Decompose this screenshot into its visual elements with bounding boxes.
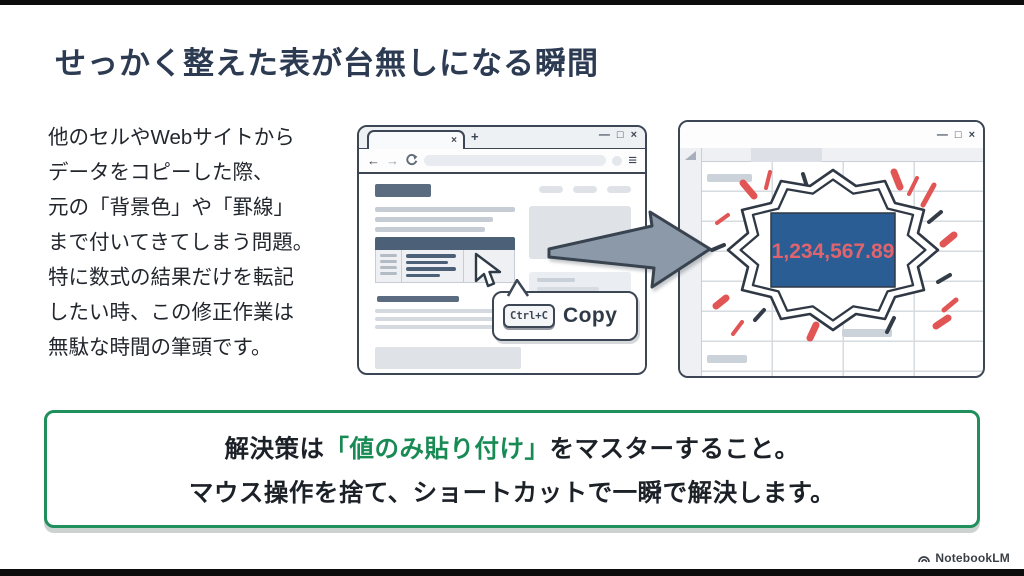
solution-banner: 解決策は「値のみ貼り付け」をマスターすること。 マウス操作を捨て、ショートカット… [44,410,980,528]
text-line [375,217,493,222]
pasted-cell-value: 1,234,567.89 [772,240,895,263]
heading-block [375,184,431,197]
avatar [612,155,623,166]
pasted-cell [770,212,896,288]
intro-line: データをコピーした際、 [48,161,274,184]
solution-line-2: マウス操作を捨て、ショートカットで一瞬で解決します。 [188,479,836,507]
pill-block [539,186,563,193]
text-line [375,317,509,321]
page-title: せっかく整えた表が台無しになる瞬間 [55,46,599,81]
letterbox-top [0,0,1024,5]
browser-nav-bar: ← → ≡ [359,149,645,174]
text-line [375,325,495,329]
cell-text-bar [707,355,747,363]
shortcut-keycap: Ctrl+C [503,304,555,328]
intro-line: したい時、この修正作業は [48,301,294,324]
minimize-icon: — [598,129,610,141]
text-line [375,227,485,232]
transfer-arrow [547,210,712,289]
solution-suffix: をマスターすること。 [549,435,800,463]
reload-icon [406,154,418,166]
select-all-corner [685,151,696,160]
close-icon: × [630,129,637,141]
web-table-header [375,237,515,250]
new-tab-icon: + [471,129,479,144]
intro-line: まで付いてきてしまう問題。 [48,231,314,254]
browser-window-controls: — □ × [599,129,637,141]
column-headers [680,148,983,162]
intro-line: 特に数式の結果だけを転記 [48,266,294,289]
solution-prefix: 解決策は [224,435,325,463]
tab-close-icon: × [451,135,457,146]
intro-line: 無駄な時間の筆頭です。 [48,336,272,359]
intro-line: 元の「背景色」や「罫線」 [48,196,294,219]
minimize-icon: — [936,129,948,141]
close-icon: × [968,129,975,141]
nav-pills [539,186,631,193]
copy-tooltip: Ctrl+C Copy [492,279,638,341]
solution-line-1: 解決策は「値のみ貼り付け」をマスターすること。 [225,430,800,465]
intro-line: 他のセルやWebサイトから [48,126,295,149]
branding: NotebookLM [917,551,1010,565]
text-line [375,309,515,313]
cell-text-bar [707,174,752,182]
copy-label: Copy [562,304,618,327]
browser-illustration: × + — □ × ← → ≡ [357,125,647,375]
pill-block [607,186,631,193]
tooltip-pointer [506,279,530,297]
solution-highlight: 「値のみ貼り付け」 [324,435,550,463]
intro-paragraph: 他のセルやWebサイトから データをコピーした際、 元の「背景色」や「罫線」 ま… [48,120,348,365]
table-label-column [376,250,402,282]
spreadsheet-illustration: — □ × [678,120,985,378]
maximize-icon: □ [954,129,962,141]
pill-block [573,186,597,193]
text-line [537,278,575,282]
subheading-block [377,296,459,302]
letterbox-bottom [0,569,1024,576]
active-column-header [751,148,822,162]
sheet-title-bar: — □ × [680,122,983,148]
cursor-icon [474,252,502,288]
maximize-icon: □ [616,129,624,141]
sheet-window-controls: — □ × [937,129,975,141]
notebooklm-icon [918,556,931,563]
forward-icon: → [386,153,399,168]
text-line [375,207,515,212]
footer-block [375,347,521,369]
table-data-column [402,250,464,282]
burst-shape: 1,234,567.89 [726,168,940,332]
browser-tab-bar: × + — □ × [359,127,645,149]
pasted-cell-burst: 1,234,567.89 [710,168,959,342]
text-line [537,287,599,291]
branding-label: NotebookLM [935,551,1010,565]
menu-icon: ≡ [628,152,637,169]
cell-text-bar [842,329,892,337]
back-icon: ← [367,153,380,168]
sheet-grid: 1,234,567.89 [680,148,983,376]
url-bar [424,155,607,166]
browser-tab: × [367,130,465,149]
